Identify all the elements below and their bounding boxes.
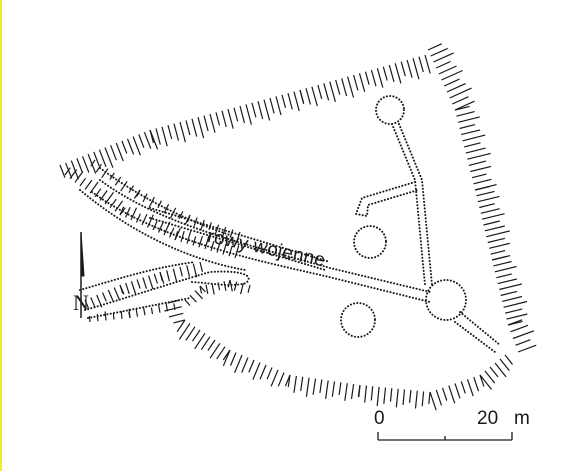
rampart-hachures: [59, 43, 537, 411]
scale-start-label: 0: [374, 408, 385, 429]
pit-bottom: [340, 302, 376, 338]
scale-bar: [377, 432, 513, 441]
trench-outline-left-upper: [99, 167, 231, 236]
pit-top: [375, 95, 405, 125]
pit-junction: [425, 279, 467, 321]
trench-vertical-right: [398, 123, 433, 286]
trench-exit-lower: [454, 321, 496, 353]
trench-branch: [354, 181, 419, 218]
dotted-features: [79, 95, 501, 353]
entrance-ramp: [79, 261, 196, 291]
page-edge-strip: [0, 0, 2, 471]
trench-inner-lower: [149, 217, 326, 271]
scale-unit-label: m: [514, 408, 530, 429]
pit-middle: [353, 225, 387, 259]
entrance-passage-upper: [84, 270, 250, 311]
north-label: N: [73, 290, 89, 315]
scale-end-label: 20: [477, 408, 499, 429]
trench-outline-left-lower: [79, 189, 246, 271]
trench-vertical-left: [391, 123, 426, 286]
trench-outline-lower: [91, 191, 431, 303]
north-arrow-icon: [80, 231, 85, 318]
entrance-passage-lower: [87, 297, 191, 319]
trench-exit-upper: [459, 311, 501, 346]
trench-outline-upper: [99, 179, 431, 293]
